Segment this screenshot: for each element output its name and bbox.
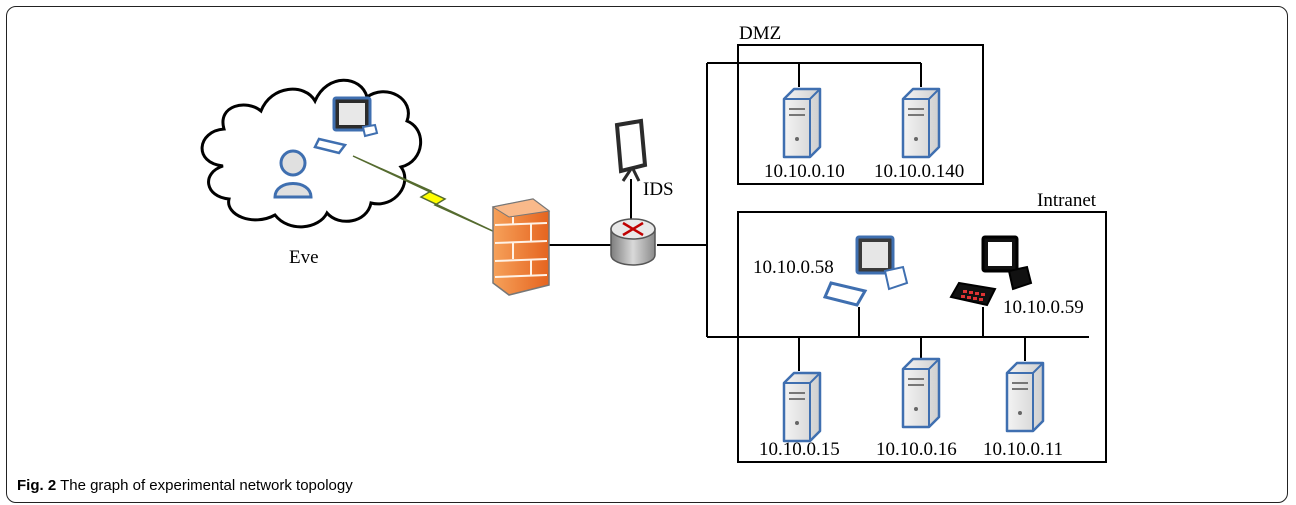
server-16-label: 10.10.0.16 — [876, 439, 957, 460]
server-11-icon — [1005, 361, 1045, 433]
network-topology-diagram: Eve DMZ Intranet — [200, 23, 1107, 463]
pc-1-icon — [822, 235, 909, 307]
intranet-zone — [737, 211, 1107, 463]
figure-frame: Eve DMZ Intranet — [6, 6, 1288, 503]
ids-sensor-icon — [614, 118, 648, 182]
figure-caption: Fig. 2 The graph of experimental network… — [17, 477, 353, 494]
ids-label: IDS — [643, 179, 674, 200]
server-16-icon — [901, 357, 941, 429]
dmz-server-1-icon — [782, 87, 822, 159]
caption-text: The graph of experimental network topolo… — [60, 477, 353, 494]
dmz-server-2-label: 10.10.0.140 — [874, 161, 964, 182]
server-15-icon — [782, 371, 822, 443]
internet-cloud — [200, 78, 423, 229]
network-cables — [549, 62, 1089, 371]
eve-user-icon — [273, 149, 313, 199]
intranet-label: Intranet — [1037, 190, 1097, 211]
dmz-zone — [737, 44, 984, 185]
pc-1-label: 10.10.0.58 — [753, 257, 834, 278]
dmz-server-1-label: 10.10.0.10 — [764, 161, 845, 182]
firewall-icon — [491, 198, 551, 296]
server-15-label: 10.10.0.15 — [759, 439, 840, 460]
pc-2-label: 10.10.0.59 — [1003, 297, 1084, 318]
figure-number: Fig. 2 — [17, 477, 57, 494]
server-11-label: 10.10.0.11 — [983, 439, 1063, 460]
eve-label: Eve — [289, 247, 319, 268]
router-icon — [610, 218, 656, 266]
eve-laptop-icon — [313, 96, 379, 155]
dmz-label: DMZ — [739, 23, 781, 44]
dmz-server-2-icon — [901, 87, 941, 159]
pc-2-icon — [949, 235, 1033, 307]
